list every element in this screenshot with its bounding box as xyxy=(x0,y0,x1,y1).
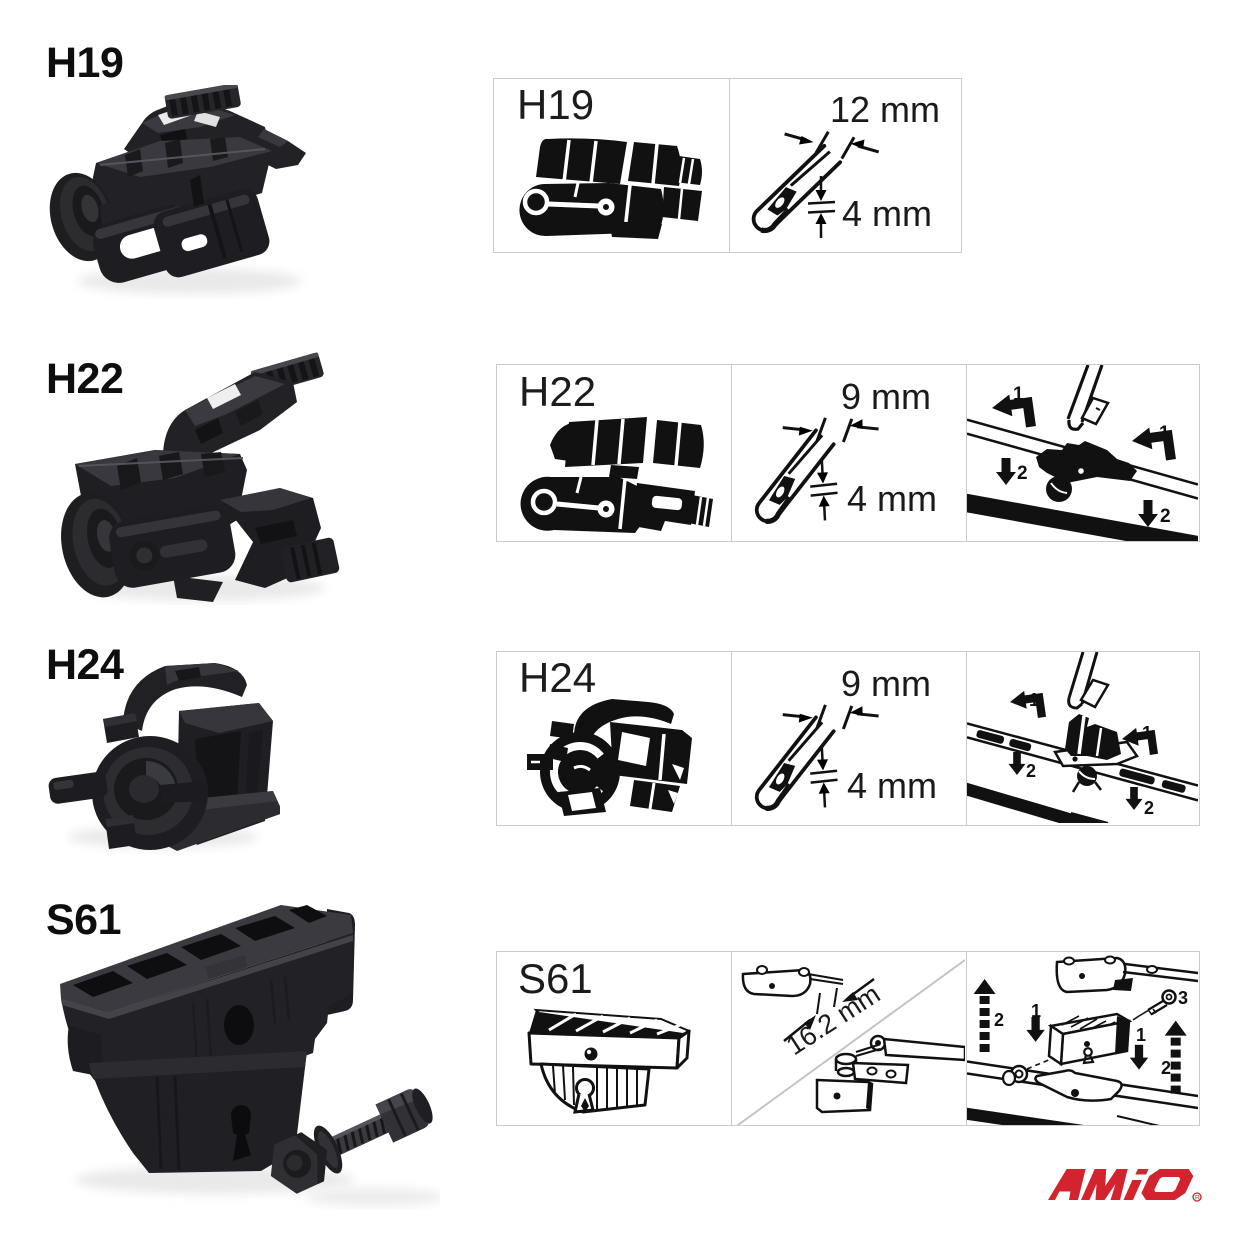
svg-text:2: 2 xyxy=(1017,463,1028,484)
svg-text:2: 2 xyxy=(1161,1058,1171,1078)
svg-text:4 mm: 4 mm xyxy=(842,193,932,234)
svg-text:9 mm: 9 mm xyxy=(841,376,931,417)
svg-text:2: 2 xyxy=(1026,761,1036,781)
svg-text:1: 1 xyxy=(1136,1025,1146,1045)
svg-text:9 mm: 9 mm xyxy=(841,663,931,704)
svg-text:12 mm: 12 mm xyxy=(830,89,940,130)
svg-text:2: 2 xyxy=(1144,798,1154,818)
svg-text:1: 1 xyxy=(1142,723,1152,743)
svg-text:4 mm: 4 mm xyxy=(847,765,937,806)
svg-text:1: 1 xyxy=(1013,384,1024,405)
svg-text:2: 2 xyxy=(1160,506,1171,527)
svg-text:2: 2 xyxy=(994,1010,1004,1030)
svg-text:1: 1 xyxy=(1031,1001,1041,1021)
svg-text:1: 1 xyxy=(1029,690,1039,710)
svg-text:1: 1 xyxy=(1159,423,1170,444)
svg-text:4 mm: 4 mm xyxy=(847,478,937,519)
svg-text:R: R xyxy=(1195,1195,1200,1202)
svg-text:3: 3 xyxy=(1178,988,1188,1008)
